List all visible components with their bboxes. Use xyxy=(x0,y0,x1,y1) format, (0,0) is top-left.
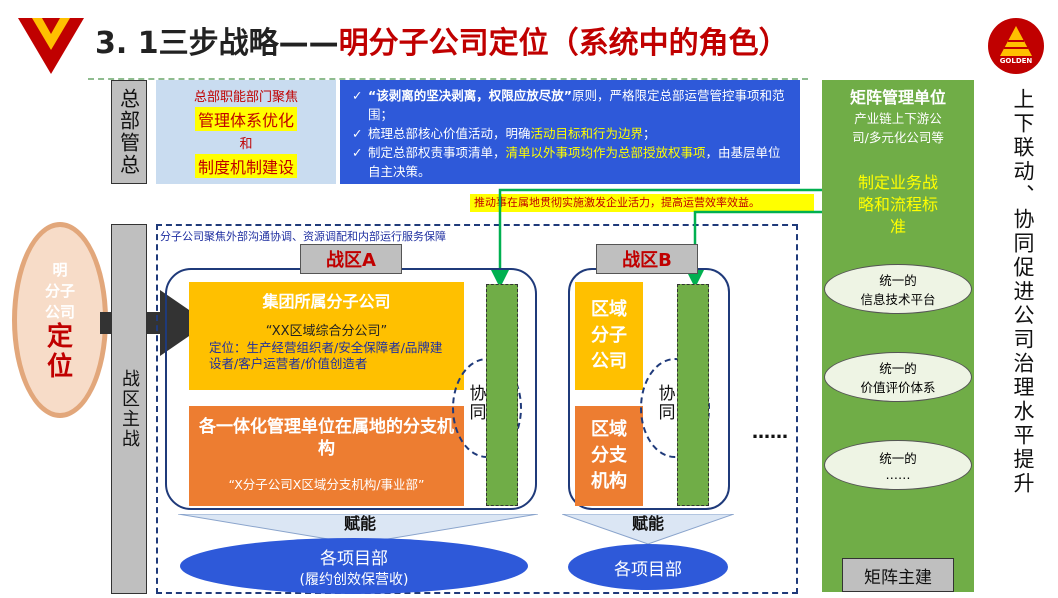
zone-a-target-sub: (履约创效保营收) xyxy=(299,571,409,588)
zone-a-box1-title: 集团所属分子公司 xyxy=(262,292,391,311)
zone-b-box1-title: 区域分子公司 xyxy=(591,299,627,372)
principle-2: ✓ 梳理总部核心价值活动，明确活动目标和行为边界； xyxy=(352,126,656,141)
hq-row-label: 总部管总 xyxy=(111,80,147,184)
check-icon: ✓ xyxy=(352,88,363,103)
matrix-item-2-l2: 价值评价体系 xyxy=(860,380,936,395)
hq-focus-line3: 和 xyxy=(239,137,253,152)
matrix-column xyxy=(822,80,974,592)
matrix-bottom-label: 矩阵主建 xyxy=(842,558,954,592)
matrix-item-1-l2: 信息技术平台 xyxy=(860,292,936,307)
zone-a-green-bar xyxy=(486,284,518,506)
matrix-mid: 制定业务战略和流程标准 xyxy=(858,173,939,236)
zone-a-tab: 战区A xyxy=(300,244,402,274)
zone-b-box2-title: 区域分支机构 xyxy=(591,419,627,492)
right-vertical-text: 上下联动、协同促进公司治理水平提升 xyxy=(1011,88,1035,496)
hq-focus-line4: 制度机制建设 xyxy=(194,154,297,178)
principle-1: ✓ “该剥离的坚决剥离，权限应放尽放”原则，严格限定总部运营管控事项和范围； xyxy=(352,88,785,122)
zone-b-green-bar xyxy=(677,284,709,506)
zone-a-box1-role: 定位：生产经营组织者/安全保障者/品牌建设者/客户运营者/价值创造者 xyxy=(209,340,443,371)
zone-a-empower-arrow xyxy=(178,514,538,544)
zone-a-empower-label: 赋能 xyxy=(343,514,376,533)
oval-text-1: 明 xyxy=(52,260,68,279)
page-title: 3. 1三步战略——明分子公司定位（系统中的角色） xyxy=(95,26,789,61)
zone-b-subsidiary-box: 区域分子公司 xyxy=(575,282,643,390)
hq-focus-box: 总部职能部门聚焦 管理体系优化 和 制度机制建设 xyxy=(156,80,336,184)
zone-a-collab-label: 协同 xyxy=(466,378,486,428)
oval-text-2: 分子 xyxy=(44,281,75,300)
divider-line xyxy=(88,78,808,80)
matrix-item-1-l1: 统一的 xyxy=(879,273,917,288)
zone-a-subsidiary-box: 集团所属分子公司 “XX区域综合分公司” 定位：生产经营组织者/安全保障者/品牌… xyxy=(189,282,464,390)
golden-logo: GOLDEN xyxy=(988,18,1044,74)
zone-row-label: 战区主战 xyxy=(111,224,147,594)
check-icon: ✓ xyxy=(352,126,363,141)
zone-a-branch-box: 各一体化管理单位在属地的分支机构 “X分子公司X区域分支机构/事业部” xyxy=(189,406,464,506)
zone-a-box2-sub: “X分子公司X区域分支机构/事业部” xyxy=(228,476,425,492)
zone-a-box2-title: 各一体化管理单位在属地的分支机构 xyxy=(199,417,454,459)
matrix-item-3: 统一的 …… xyxy=(824,440,972,490)
zone-b-target-title: 各项目部 xyxy=(614,559,682,580)
brand-triangle-icon xyxy=(18,18,84,74)
matrix-item-2: 统一的 价值评价体系 xyxy=(824,352,972,402)
zone-container xyxy=(156,224,798,594)
position-oval: 明 分子 公司 定 位 xyxy=(12,222,108,418)
zone-b-empower-arrow xyxy=(562,514,734,544)
zone-b-tab: 战区B xyxy=(596,244,698,274)
matrix-item-3-l1: 统一的 xyxy=(879,451,917,466)
matrix-item-2-l1: 统一的 xyxy=(879,361,917,376)
pyramid-icon xyxy=(1000,26,1032,56)
matrix-title: 矩阵管理单位 xyxy=(849,88,946,107)
zone-a-box1-sub: “XX区域综合分公司” xyxy=(265,323,388,339)
oval-big-1: 定 xyxy=(46,321,73,352)
oval-text-3: 公司 xyxy=(44,302,75,321)
matrix-item-1: 统一的 信息技术平台 xyxy=(824,264,972,314)
zone-b-empower-label: 赋能 xyxy=(631,514,664,533)
zone-focus-note: 分子公司聚焦外部沟通协调、资源调配和内部运行服务保障 xyxy=(160,230,446,243)
implementation-note: 推动事在属地贯彻实施激发企业活力，提高运营效率效益。 xyxy=(470,194,814,212)
zone-a-project-ellipse: 各项目部 (履约创效保营收) xyxy=(180,538,528,594)
position-arrow-icon xyxy=(100,290,208,356)
logo-text: GOLDEN xyxy=(999,57,1033,65)
principles-box: ✓ “该剥离的坚决剥离，权限应放尽放”原则，严格限定总部运营管控事项和范围； ✓… xyxy=(340,80,800,184)
zone-b-collab-label: 协同 xyxy=(655,378,675,428)
check-icon: ✓ xyxy=(352,145,363,160)
matrix-item-3-l2: …… xyxy=(885,467,911,482)
zone-b-project-ellipse: 各项目部 xyxy=(568,544,728,590)
zone-b-collab-arc xyxy=(640,358,710,458)
hq-focus-line2: 管理体系优化 xyxy=(194,107,297,131)
principle-3: ✓ 制定总部权责事项清单，清单以外事项均作为总部授放权事项，由基层单位自主决策。 xyxy=(352,145,781,179)
matrix-sub: 产业链上下游公司/多元化公司等 xyxy=(852,111,944,145)
hq-focus-line1: 总部职能部门聚焦 xyxy=(193,90,298,105)
more-zones-ellipsis: …… xyxy=(752,422,788,443)
zone-b-branch-box: 区域分支机构 xyxy=(575,406,643,506)
zone-a-target-title: 各项目部 xyxy=(320,548,388,569)
oval-big-2: 位 xyxy=(46,351,73,382)
